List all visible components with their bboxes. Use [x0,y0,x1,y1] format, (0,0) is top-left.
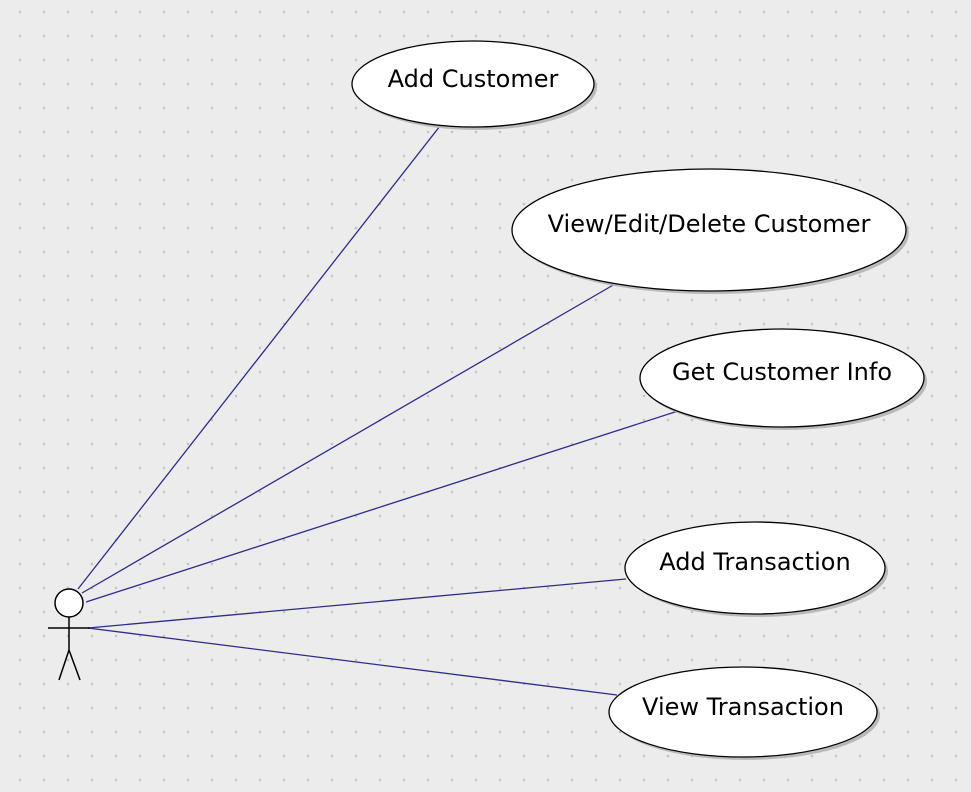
use-case-ellipse [639,328,925,428]
use-case-ellipse [511,168,907,292]
use-case-add-customer[interactable]: Add Customer [351,40,597,130]
use-case-view-edit-delete-customer[interactable]: View/Edit/Delete Customer [511,168,909,294]
actor-head [54,588,84,618]
use-case-label: Add Customer [388,65,559,93]
actor-right-leg [68,649,81,681]
association-add-transaction[interactable] [87,578,627,629]
use-case-label: View Transaction [642,693,844,721]
use-case-view-transaction[interactable]: View Transaction [608,666,880,760]
actor[interactable] [48,588,90,681]
use-case-add-transaction[interactable]: Add Transaction [624,521,888,617]
association-add-customer[interactable] [77,125,441,590]
use-case-label: Get Customer Info [672,358,892,386]
association-get-customer-info[interactable] [85,410,679,603]
actor-left-leg [58,649,70,681]
use-case-label: Add Transaction [659,548,850,576]
association-view-edit-delete-customer[interactable] [81,283,616,594]
use-case-ellipse [608,666,878,758]
use-case-label: View/Edit/Delete Customer [548,210,871,238]
use-case-ellipse [351,40,595,128]
association-view-transaction[interactable] [87,627,618,696]
use-case-get-customer-info[interactable]: Get Customer Info [639,328,927,430]
use-case-ellipse [624,521,886,615]
associations [77,125,679,696]
